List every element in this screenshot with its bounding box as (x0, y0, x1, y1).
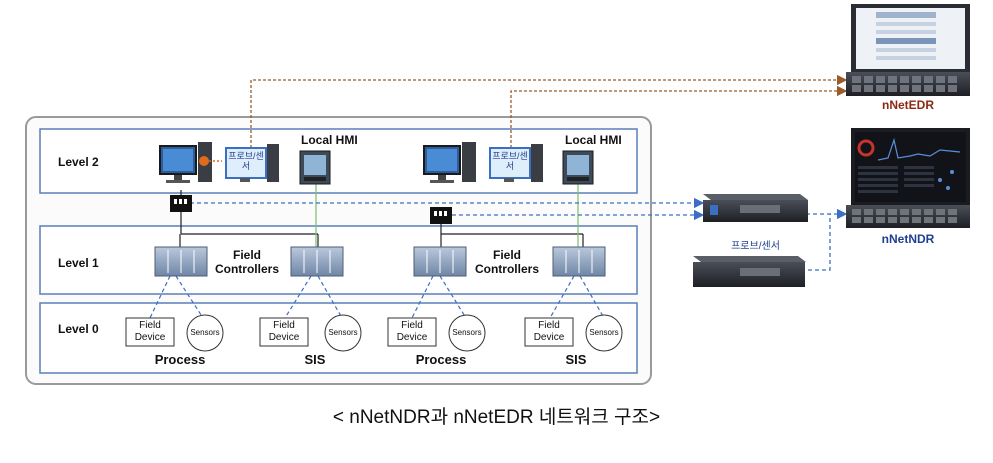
sensors-label-4: Sensors (589, 328, 619, 337)
network-backbone-lines (179, 190, 584, 248)
probe-sensor-pc-label-left: 프로브/센서 (228, 151, 264, 171)
status-indicator-icon (199, 156, 209, 166)
group-label-process-1: Process (154, 352, 206, 367)
ndr-links (190, 197, 848, 271)
group-label-sis-2: SIS (565, 352, 587, 367)
field-controller-1 (154, 246, 208, 277)
level-1-label: Level 1 (58, 256, 99, 270)
probe-appliance-label: 프로브/센서 (731, 241, 780, 252)
nnetndr-label: nNetNDR (881, 232, 935, 246)
field-controller-3 (413, 246, 467, 277)
field-controller-4 (552, 246, 606, 277)
probe-sensor-pc-right (489, 144, 543, 182)
figure-caption: < nNetNDR과 nNetEDR 네트워크 구조> (332, 407, 661, 428)
sensors-label-2: Sensors (328, 328, 358, 337)
sensors (186, 314, 623, 352)
workstation-left (159, 142, 212, 183)
level-0-label: Level 0 (58, 322, 99, 336)
nnetedr-appliance (846, 4, 970, 96)
field-controllers-label-right: Field Controllers (474, 248, 539, 276)
nnetndr-appliance (846, 128, 970, 228)
probe-appliance-top (703, 194, 808, 222)
field-devices (125, 317, 574, 347)
field-device-label-3: Field Device (396, 320, 428, 343)
probe-appliance-bottom (693, 256, 806, 287)
local-hmi-panel-left (299, 150, 331, 185)
workstation-right (423, 142, 476, 183)
field-device-label-2: Field Device (268, 320, 300, 343)
network-switch-left (170, 195, 192, 212)
field-device-label-1: Field Device (134, 320, 166, 343)
field-controller-2 (290, 246, 344, 277)
group-label-process-2: Process (415, 352, 467, 367)
edr-links (250, 74, 848, 148)
probe-sensor-pc-label-right: 프로브/센서 (492, 151, 528, 171)
field-device-links (149, 275, 605, 319)
sensors-label-1: Sensors (190, 328, 220, 337)
network-switch-right (430, 207, 452, 224)
local-hmi-label-right: Local HMI (565, 133, 622, 147)
sensors-label-3: Sensors (452, 328, 482, 337)
local-hmi-label-left: Local HMI (301, 133, 358, 147)
local-hmi-panel-right (562, 150, 594, 185)
probe-sensor-pc-left (225, 144, 279, 182)
field-device-label-4: Field Device (533, 320, 565, 343)
level-2-label: Level 2 (58, 155, 99, 169)
nnetedr-label: nNetEDR (881, 98, 934, 112)
field-controllers-label-left: Field Controllers (214, 248, 279, 276)
group-label-sis-1: SIS (304, 352, 326, 367)
